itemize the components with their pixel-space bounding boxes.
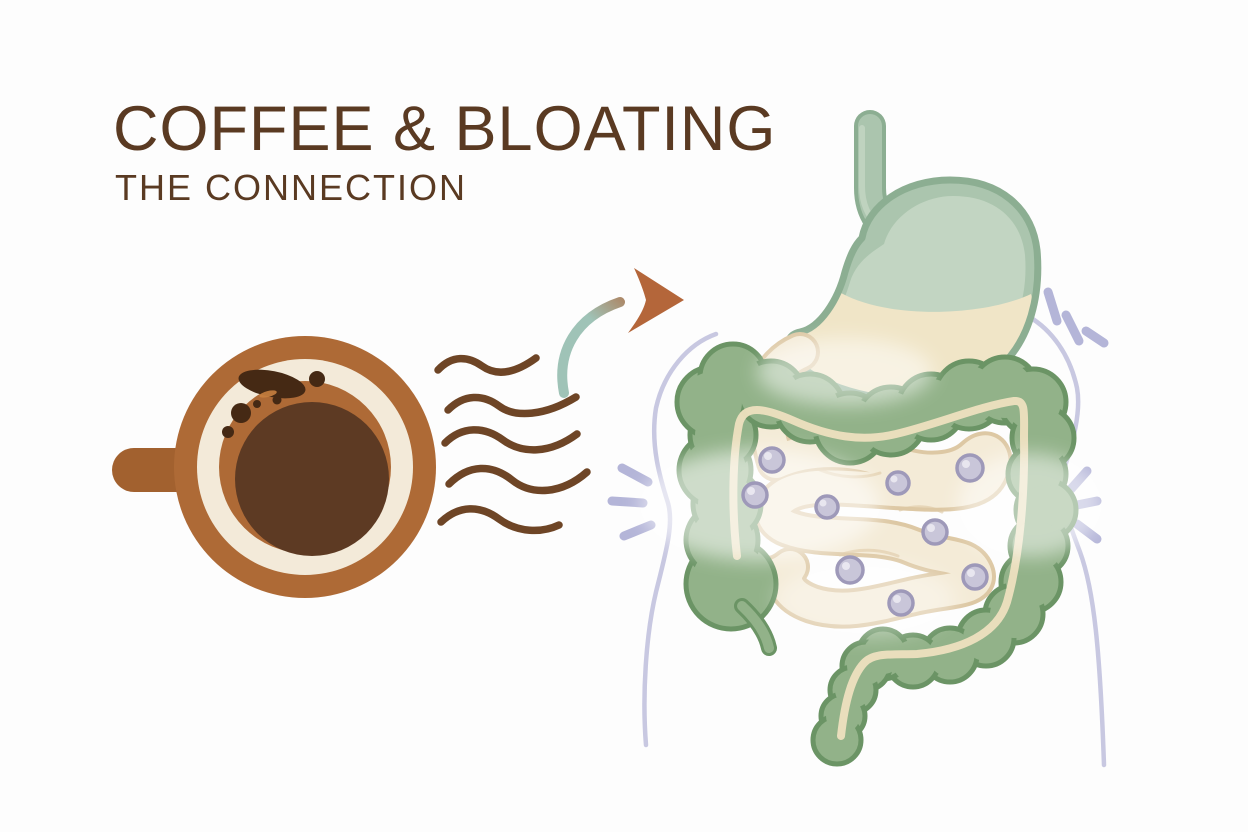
crema-glint (259, 390, 277, 398)
bloat-dash (607, 496, 648, 508)
steam-line (437, 505, 563, 535)
steam-waves-icon (434, 354, 591, 535)
page-subtitle: THE CONNECTION (115, 167, 467, 209)
arrow-tail (557, 297, 625, 398)
steam-line (444, 393, 580, 418)
gas-bubble (758, 446, 786, 474)
coffee-cup-top-view-icon (112, 336, 436, 598)
gas-bubble (955, 453, 985, 483)
gas-bubble (814, 494, 840, 520)
appendix (734, 598, 777, 656)
title-block: COFFEE & BLOATING THE CONNECTION (113, 96, 776, 206)
curved-arrow-icon (557, 268, 684, 398)
taenia-coli-band (729, 397, 1029, 740)
intestine-crease (898, 505, 944, 514)
digestive-system-icon (640, 110, 1102, 767)
gas-bubble (887, 589, 915, 617)
bloat-dash (1081, 326, 1109, 348)
bloat-dash (617, 463, 653, 487)
arrow-head (628, 268, 684, 333)
steam-line (441, 426, 581, 454)
gas-bubble (885, 470, 911, 496)
steam-line (445, 464, 591, 495)
bloat-dash (1061, 310, 1084, 346)
bloat-dash (619, 520, 656, 541)
gas-bubble (835, 555, 865, 585)
crema-bubbles (222, 369, 325, 438)
page-title: COFFEE & BLOATING (113, 94, 777, 164)
gas-bubble (921, 518, 949, 546)
intestine-crease (838, 548, 900, 558)
gas-bubble (961, 563, 989, 591)
steam-line (434, 354, 540, 376)
coffee-surface (235, 402, 389, 556)
bloat-dash (1043, 287, 1062, 326)
gas-bubble (741, 481, 769, 509)
gas-bubble-highlights (747, 452, 975, 603)
